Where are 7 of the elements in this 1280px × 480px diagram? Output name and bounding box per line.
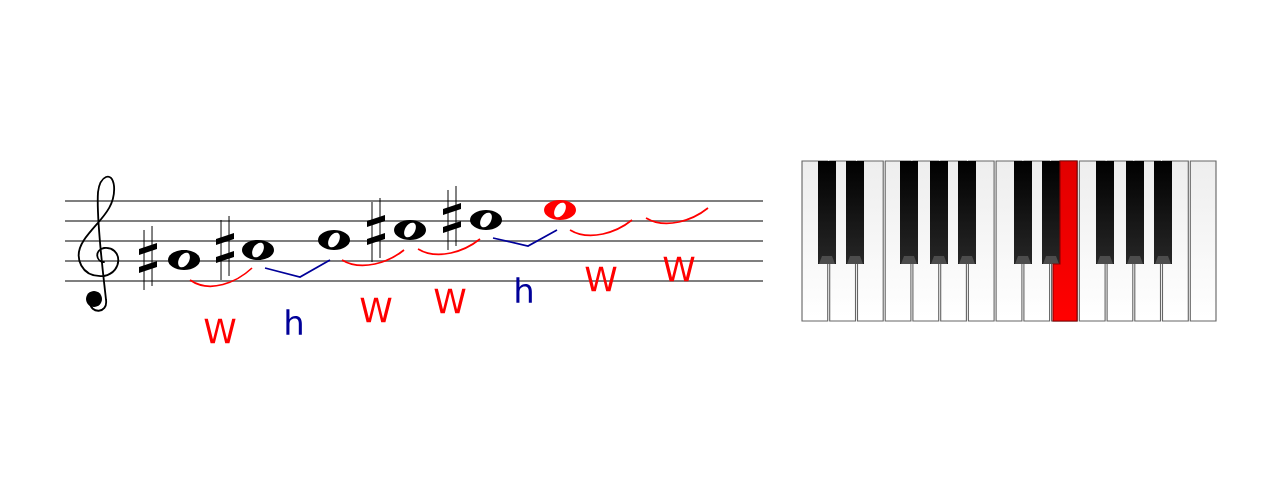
step-label: W (585, 266, 617, 292)
step-label: W (663, 256, 695, 282)
step-label: h (516, 277, 532, 303)
step-label: h (286, 309, 302, 335)
step-label: W (434, 288, 466, 314)
step-label: W (360, 297, 392, 323)
step-label: W (204, 318, 236, 344)
